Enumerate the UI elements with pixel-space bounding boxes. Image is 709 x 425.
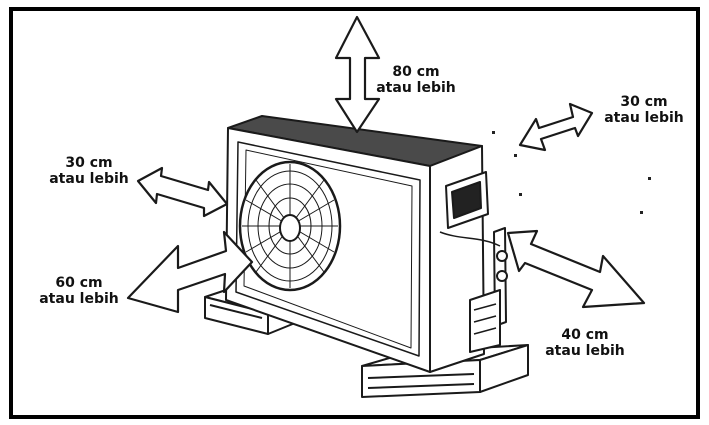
label-left-upper-clearance: 30 cm atau lebih bbox=[45, 155, 133, 187]
label-left-upper-qualifier: atau lebih bbox=[49, 171, 129, 187]
label-right-bottom-clearance: 40 cm atau lebih bbox=[540, 327, 630, 359]
fan-icon bbox=[238, 160, 342, 292]
label-top-qualifier: atau lebih bbox=[376, 80, 456, 96]
label-right-top-clearance: 30 cm atau lebih bbox=[600, 94, 688, 126]
label-left-lower-distance: 60 cm bbox=[55, 275, 103, 291]
label-left-lower-clearance: 60 cm atau lebih bbox=[35, 275, 123, 307]
outdoor-unit-illustration bbox=[204, 115, 529, 398]
label-right-top-distance: 30 cm bbox=[620, 94, 668, 110]
double-arrow-icon bbox=[518, 102, 594, 152]
double-arrow-icon bbox=[334, 15, 381, 134]
diagram-border bbox=[9, 7, 700, 419]
double-arrow-icon bbox=[136, 166, 229, 218]
label-right-bottom-qualifier: atau lebih bbox=[545, 343, 625, 359]
label-left-lower-qualifier: atau lebih bbox=[39, 291, 119, 307]
stray-marks bbox=[492, 131, 651, 214]
label-top-clearance: 80 cm atau lebih bbox=[372, 64, 460, 96]
label-right-top-qualifier: atau lebih bbox=[604, 110, 684, 126]
double-arrow-icon bbox=[506, 229, 646, 309]
double-arrow-icon bbox=[126, 230, 254, 314]
label-left-upper-distance: 30 cm bbox=[65, 155, 113, 171]
label-right-bottom-distance: 40 cm bbox=[561, 327, 609, 343]
service-valves bbox=[439, 171, 508, 353]
arrows bbox=[126, 15, 646, 314]
label-top-distance: 80 cm bbox=[392, 64, 440, 80]
